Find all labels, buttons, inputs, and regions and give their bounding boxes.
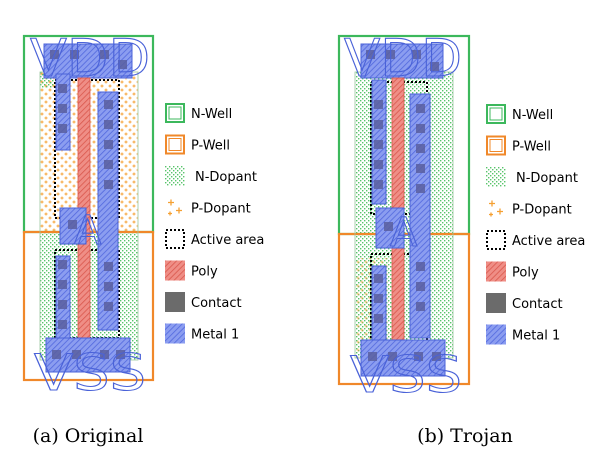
legend-label: P-Dopant: [191, 202, 251, 217]
legend-item-p-dopant: P-Dopant: [489, 200, 572, 218]
legend-label: N-Well: [512, 108, 553, 123]
n-well-swatch: [165, 103, 185, 123]
legend-label: P-Dopant: [512, 203, 572, 218]
contacts-group: [50, 50, 127, 359]
caption-original: (a) Original: [33, 425, 144, 447]
active-area-swatch: [165, 229, 185, 249]
metal1-swatch: [165, 323, 185, 344]
legend-label: P-Well: [191, 139, 230, 154]
legend-item-n-well: N-Well: [165, 103, 232, 123]
active-area-swatch: [486, 230, 506, 250]
metal-output-strip: [409, 93, 431, 339]
metal1-swatch: [486, 324, 506, 345]
panel-original: VDD VSS A (a) Original: [22, 28, 155, 447]
rail-label-top: VDD: [344, 29, 462, 89]
n-well-swatch: [486, 104, 506, 124]
rail-label-bottom: VSS: [34, 344, 146, 402]
legend-item-active-area: Active area: [486, 230, 585, 250]
caption-trojan: (b) Trojan: [417, 425, 513, 447]
p-well-swatch: [486, 135, 506, 156]
legend-item-p-well: P-Well: [486, 135, 551, 156]
p-dopant-swatch: [489, 200, 503, 217]
legend-label: Poly: [191, 265, 218, 280]
p-well-swatch: [165, 134, 185, 155]
rail-label-bottom: VSS: [350, 346, 462, 404]
legend-item-active-area: Active area: [165, 229, 264, 249]
n-dopant-swatch: [486, 167, 506, 187]
legend-label: Contact: [512, 297, 563, 312]
legend-item-poly: Poly: [165, 260, 218, 281]
input-metal-pad: [375, 207, 405, 249]
legend-label: N-Well: [191, 107, 232, 122]
legend-item-metal1: Metal 1: [165, 323, 239, 344]
legend-item-p-dopant: P-Dopant: [168, 199, 251, 217]
legend-label: Poly: [512, 266, 539, 281]
legend-item-metal1: Metal 1: [486, 324, 560, 345]
legend-item-contact: Contact: [165, 292, 242, 312]
legend-item-n-dopant: N-Dopant: [486, 167, 578, 187]
n-dopant-swatch: [165, 166, 185, 186]
contact-swatch: [165, 292, 185, 312]
panel-trojan: VDD VSS A (b) Trojan: [337, 28, 513, 447]
legend-label: Contact: [191, 296, 242, 311]
vdd-metal-rail: [43, 43, 133, 79]
vdd-metal-rail: [360, 43, 444, 79]
contacts-group: [366, 50, 441, 361]
rail-label-top: VDD: [30, 29, 150, 89]
gate-label: A: [74, 208, 102, 254]
legend-label: N-Dopant: [195, 170, 257, 185]
poly-swatch: [165, 260, 185, 281]
legend-label: Metal 1: [512, 329, 560, 344]
poly-swatch: [486, 261, 506, 282]
legend-item-n-well: N-Well: [486, 104, 553, 124]
p-dopant-swatch: [168, 199, 182, 216]
legend-item-poly: Poly: [486, 261, 539, 282]
contact-swatch: [486, 293, 506, 313]
legend-label: P-Well: [512, 140, 551, 155]
legend-item-p-well: P-Well: [165, 134, 230, 155]
legend-label: Active area: [191, 233, 264, 248]
legend-item-n-dopant: N-Dopant: [165, 166, 257, 186]
legend-label: Metal 1: [191, 328, 239, 343]
legend-label: Active area: [512, 234, 585, 249]
legend-item-contact: Contact: [486, 293, 563, 313]
gate-label: A: [390, 210, 418, 256]
legend-label: N-Dopant: [516, 171, 578, 186]
